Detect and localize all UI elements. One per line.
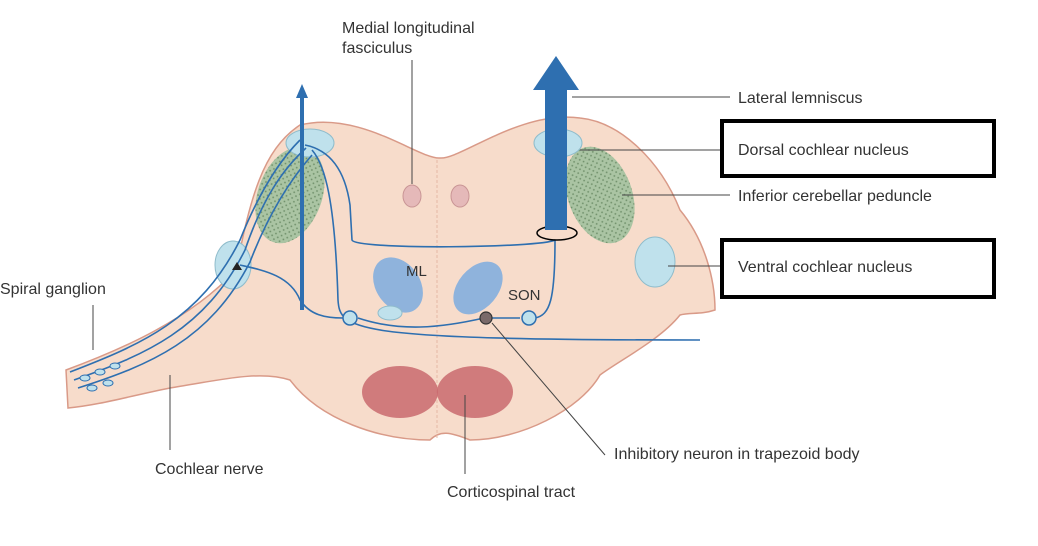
medial-lemniscus-left bbox=[373, 257, 423, 313]
medial-lemniscus-right bbox=[453, 261, 503, 315]
highlight-box-ventral bbox=[720, 238, 996, 299]
label-dorsal-cochlear-nucleus: Dorsal cochlear nucleus bbox=[738, 142, 909, 159]
label-inferior-cerebellar-peduncle: Inferior cerebellar peduncle bbox=[738, 188, 932, 205]
ascending-arrow-right bbox=[545, 88, 567, 230]
label-inhibitory-neuron: Inhibitory neuron in trapezoid body bbox=[614, 446, 860, 463]
label-son: SON bbox=[508, 287, 541, 304]
corticospinal-tract-left bbox=[362, 366, 438, 418]
inferior-cerebellar-peduncle-left bbox=[255, 146, 325, 244]
label-cochlear-nerve: Cochlear nerve bbox=[155, 461, 264, 478]
ventral-cochlear-nucleus-right bbox=[634, 236, 676, 288]
neuron-markers bbox=[232, 262, 537, 326]
small-nucleus bbox=[377, 305, 403, 321]
label-lateral-lemniscus: Lateral lemniscus bbox=[738, 90, 863, 107]
corticospinal-tract-right bbox=[437, 366, 513, 418]
arrowhead-right bbox=[533, 56, 579, 90]
label-ml: ML bbox=[406, 263, 427, 280]
label-mlf-line1: Medial longitudinal bbox=[342, 20, 475, 37]
dorsal-cochlear-nucleus-left bbox=[285, 128, 335, 158]
label-corticospinal-tract: Corticospinal tract bbox=[447, 484, 576, 501]
mlf-left bbox=[402, 184, 422, 208]
arrowhead-left bbox=[296, 84, 308, 98]
highlight-box-dorsal bbox=[720, 119, 996, 178]
label-ventral-cochlear-nucleus: Ventral cochlear nucleus bbox=[738, 259, 912, 276]
leader-lines bbox=[92, 60, 730, 474]
spiral-ganglion-cells bbox=[79, 362, 121, 392]
inferior-cerebellar-peduncle-right bbox=[565, 146, 635, 244]
mlf-right bbox=[450, 184, 470, 208]
label-mlf-line2: fasciculus bbox=[342, 40, 412, 57]
label-spiral-ganglion: Spiral ganglion bbox=[0, 281, 106, 298]
